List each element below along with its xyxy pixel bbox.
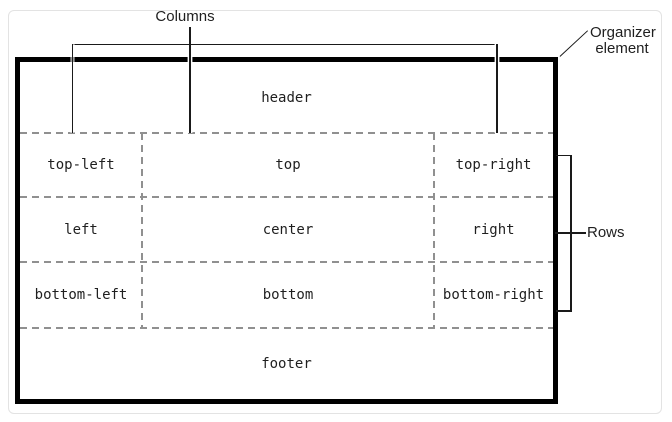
columns-label: Columns xyxy=(155,8,215,25)
columns-tick-left xyxy=(71,44,73,133)
region-bottom: bottom xyxy=(262,287,314,303)
region-bottom-right: bottom-right xyxy=(442,287,545,303)
region-right: right xyxy=(472,221,515,238)
rows-bracket-bottom-end xyxy=(556,310,572,312)
region-footer: footer xyxy=(261,355,312,372)
organizer-label: Organizer element xyxy=(590,24,656,57)
columns-connector-line xyxy=(189,27,191,133)
region-center: center xyxy=(262,221,314,238)
region-header: header xyxy=(261,89,312,106)
organizer-box-inner: header top-left top top-right left cente… xyxy=(20,62,553,399)
rows-bracket-top-end xyxy=(556,154,572,156)
region-bottom-left: bottom-left xyxy=(34,287,128,303)
organizer-box: header top-left top top-right left cente… xyxy=(15,57,558,404)
columns-bracket-line xyxy=(71,44,498,46)
region-left: left xyxy=(64,221,98,238)
row-divider-1 xyxy=(20,132,553,134)
region-top: top xyxy=(275,157,301,173)
region-top-right: top-right xyxy=(455,157,532,173)
row-divider-4 xyxy=(20,327,553,329)
organizer-label-line1: Organizer xyxy=(590,24,656,41)
rows-connector-line xyxy=(555,232,586,234)
row-divider-3 xyxy=(20,261,553,263)
organizer-label-line2: element xyxy=(595,40,649,57)
rows-label: Rows xyxy=(587,224,625,241)
region-top-left: top-left xyxy=(47,157,115,173)
figure-frame xyxy=(8,10,662,414)
column-divider-1 xyxy=(141,133,143,328)
row-divider-2 xyxy=(20,196,553,198)
columns-tick-right xyxy=(496,44,498,133)
column-divider-2 xyxy=(433,133,435,328)
